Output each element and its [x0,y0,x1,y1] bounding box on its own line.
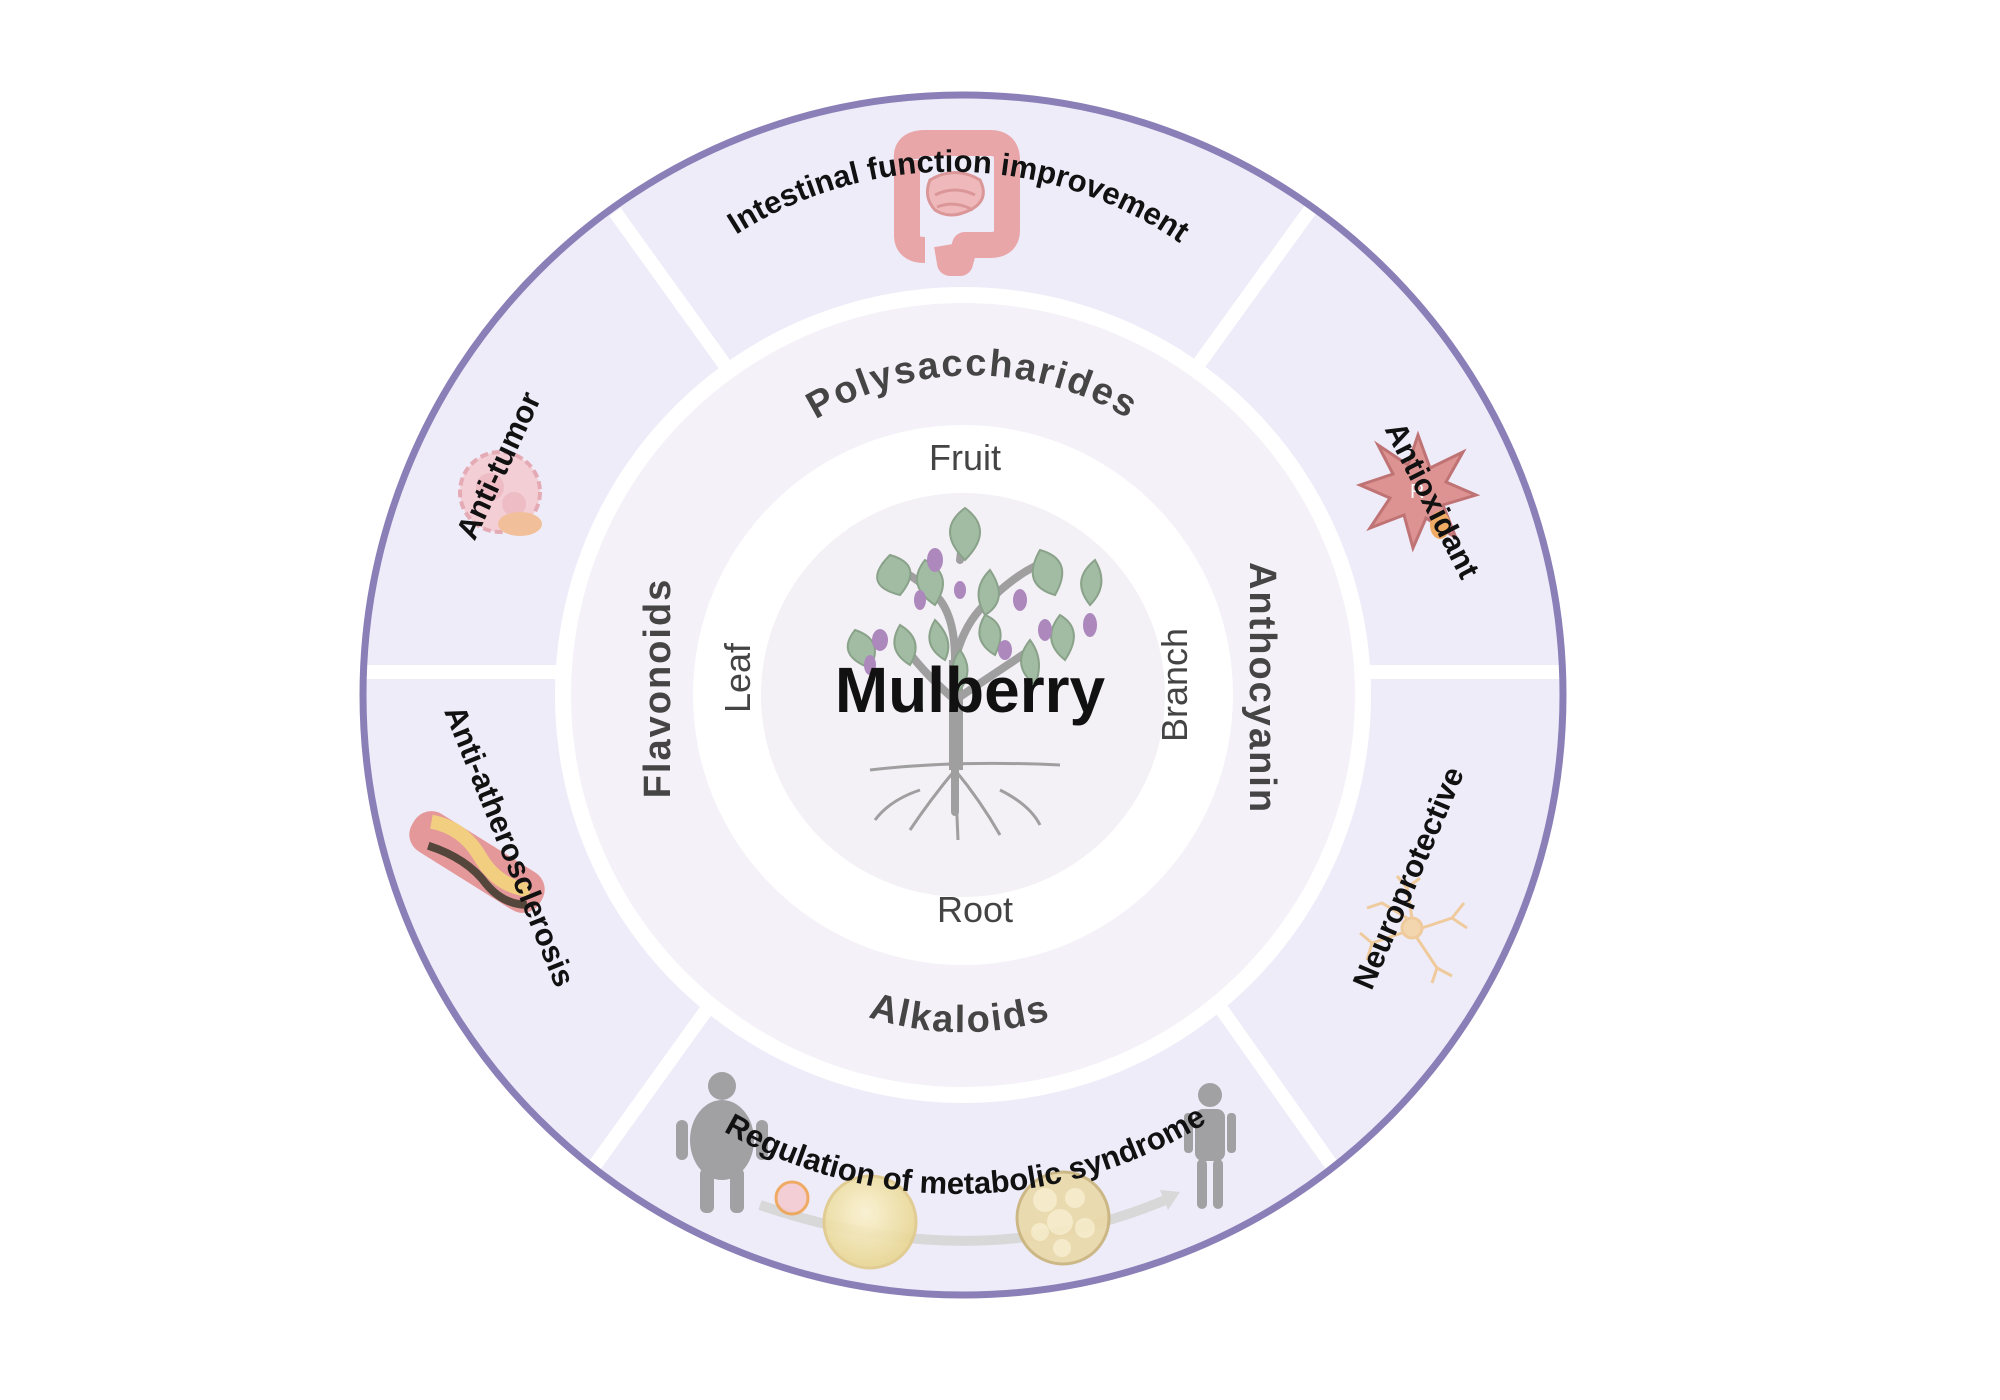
part-label-branch: Branch [1154,628,1195,742]
outer-ring-border [359,91,1567,1299]
slim-person-icon [1184,1083,1236,1209]
part-label-root: Root [937,889,1013,930]
artery-plaque-icon [409,811,545,913]
part-label-leaf: Leaf [717,642,758,713]
center-title: Mulberry [835,654,1106,726]
fat-cell-icon [822,1170,1111,1270]
mulberry-tree-icon [846,506,1103,841]
free-radical-icon: R [1355,430,1481,553]
tumor-icon [458,450,542,536]
obese-person-icon [676,1072,768,1213]
progress-arrowhead [1160,1190,1180,1210]
segment-dividers [360,205,1565,1177]
component-label-flavonoids: Flavonoids [637,578,679,799]
intestine-icon [893,130,1020,276]
part-label-fruit: Fruit [929,437,1001,478]
tumor-icon [774,1180,810,1216]
component-label-anthocyanin: Anthocyanin [1241,562,1283,814]
svg-text:R: R [1410,481,1424,503]
progress-arrow [758,1193,1172,1246]
neuron-icon [1359,875,1468,984]
